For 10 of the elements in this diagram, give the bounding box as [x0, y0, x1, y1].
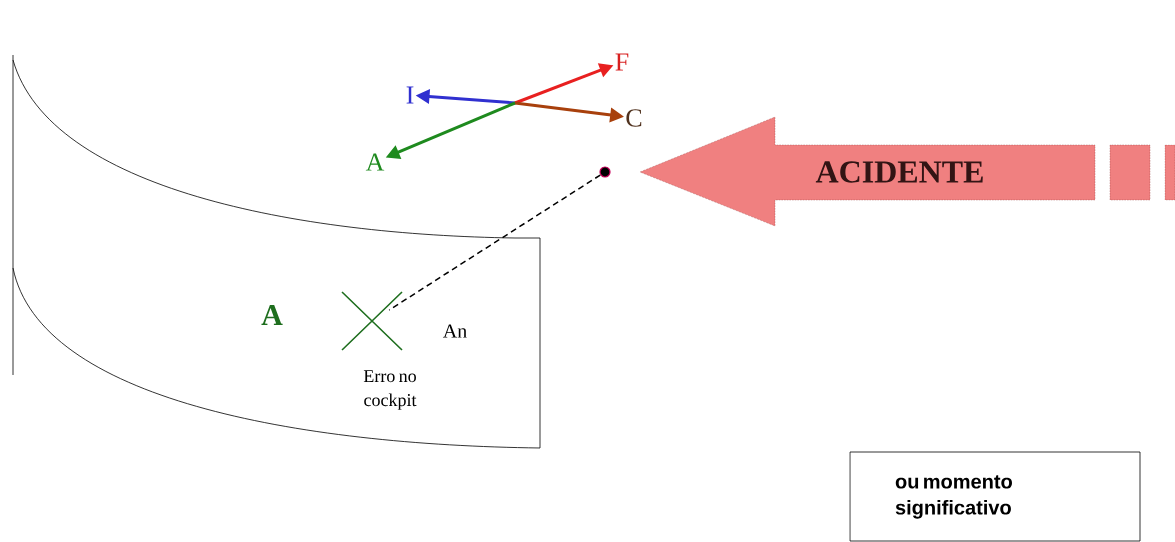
marker-caption: An — [442, 324, 467, 338]
vector-letter: C — [626, 109, 642, 127]
marker-caption: Erro no cockpit — [363, 370, 417, 410]
text-box: ou momento significativo — [849, 451, 1141, 542]
vector-letter: A — [365, 153, 385, 171]
vector-letter: F — [615, 53, 629, 71]
vector-letter: I — [406, 86, 414, 104]
cross-mark — [341, 291, 403, 351]
dashed-line — [388, 174, 602, 311]
panel-letter: A — [261, 305, 283, 325]
